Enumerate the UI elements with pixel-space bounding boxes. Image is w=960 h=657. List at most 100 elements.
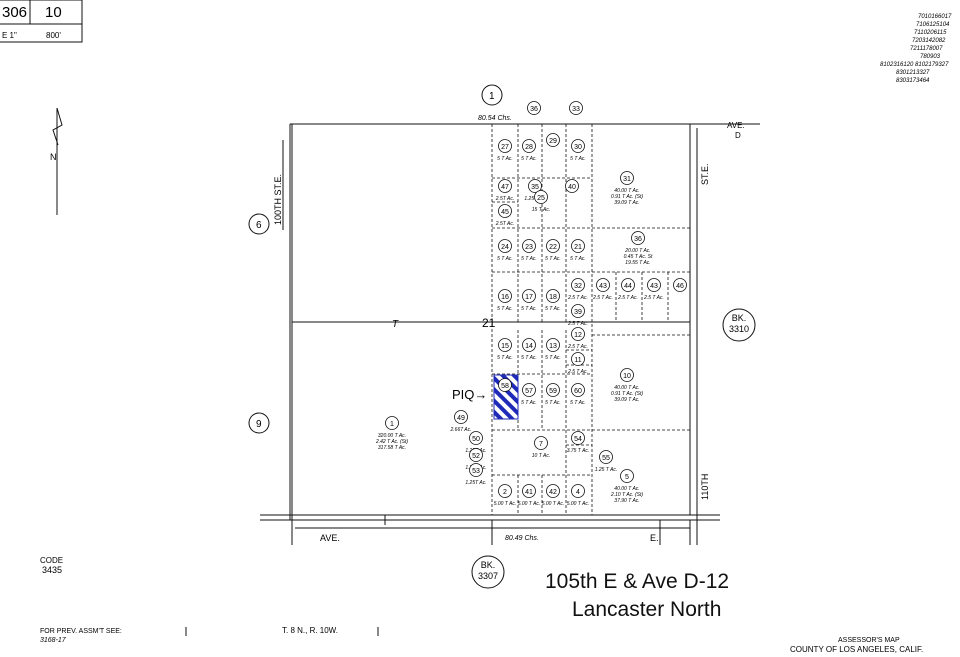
parcel-number: 21	[574, 244, 582, 251]
parcel-circle[interactable]	[546, 484, 560, 498]
parcel-circle[interactable]	[454, 410, 468, 424]
parcel-circle[interactable]	[498, 378, 512, 392]
parcel-number: 33	[572, 106, 580, 113]
parcel-circle[interactable]	[571, 304, 585, 318]
parcel-circle[interactable]	[469, 431, 483, 445]
parcel-circle[interactable]	[546, 383, 560, 397]
parcel-circle[interactable]	[620, 469, 634, 483]
parcel-number: 43	[599, 283, 607, 290]
parcel-area: 3.75 T Ac.	[567, 448, 590, 454]
ave-e-left-label: AVE.	[320, 533, 340, 543]
parcel-circle[interactable]	[498, 179, 512, 193]
parcel-circle[interactable]	[385, 416, 399, 430]
parcel-circle[interactable]	[571, 327, 585, 341]
reference-number: 780903	[920, 54, 941, 60]
parcel-circle[interactable]	[569, 101, 583, 115]
parcel-area: 317.58 T Ac.	[378, 445, 406, 451]
book-ref-3310-number: 3310	[729, 324, 749, 334]
parcel-circle[interactable]	[522, 289, 536, 303]
parcel-circle[interactable]	[571, 239, 585, 253]
parcel-area: 20.00 T Ac.	[624, 248, 650, 254]
parcel-circle[interactable]	[565, 179, 579, 193]
ave-e-right-label: E.	[650, 533, 659, 543]
parcel-number: 44	[624, 283, 632, 290]
parcel-number: 53	[472, 468, 480, 475]
parcel-area: 5 T Ac.	[521, 156, 537, 162]
parcel-circle[interactable]	[522, 383, 536, 397]
parcel-area: 5 T Ac.	[545, 256, 561, 262]
parcel-area: 2.667 Ac.	[450, 427, 472, 433]
parcel-circle[interactable]	[546, 289, 560, 303]
parcel-area: 39.09 T Ac.	[614, 397, 639, 403]
parcel-grid	[491, 124, 690, 515]
parcel-area: 5 T Ac.	[497, 156, 513, 162]
parcel-number: 10	[623, 373, 631, 380]
parcel-number: 24	[501, 244, 509, 251]
parcel-circle[interactable]	[621, 278, 635, 292]
parcel-area: 2.5T Ac.	[495, 221, 514, 227]
parcel-circle[interactable]	[571, 278, 585, 292]
parcel-number: 58	[501, 383, 509, 390]
code-label: CODE	[40, 556, 63, 565]
street-110th-label: 110TH	[700, 474, 710, 500]
parcel-circle[interactable]	[469, 448, 483, 462]
parcel-number: 16	[501, 294, 509, 301]
parcel-circle[interactable]	[498, 139, 512, 153]
parcel-circle[interactable]	[534, 190, 548, 204]
parcel-circle[interactable]	[599, 450, 613, 464]
parcel-circle[interactable]	[528, 179, 542, 193]
parcel-area: 2.42 T Ac. (St)	[375, 439, 408, 445]
parcel-circle[interactable]	[498, 484, 512, 498]
county-label: COUNTY OF LOS ANGELES, CALIF.	[790, 645, 923, 654]
parcel-circle[interactable]	[620, 171, 634, 185]
reference-number: 7106125104	[916, 22, 950, 28]
parcel-circle[interactable]	[571, 139, 585, 153]
parcel-number: 14	[525, 343, 533, 350]
parcel-circle[interactable]	[571, 352, 585, 366]
parcel-number: 30	[574, 144, 582, 151]
parcel-circle[interactable]	[546, 133, 560, 147]
parcel-number: 39	[574, 309, 582, 316]
parcel-number: 2	[503, 489, 507, 496]
parcel-circle[interactable]	[534, 436, 548, 450]
code-value: 3435	[42, 565, 62, 575]
parcel-circle[interactable]	[571, 431, 585, 445]
chains-bottom: 80.49 Chs.	[505, 535, 539, 542]
marker-6	[248, 213, 270, 235]
north-arrow-icon	[52, 107, 63, 215]
reference-number: 8301213327	[896, 70, 930, 76]
parcel-circle[interactable]	[631, 231, 645, 245]
parcel-area: 10 T Ac.	[532, 453, 550, 459]
parcel-area: 2.5 T Ac.	[643, 295, 664, 301]
parcel-number: 31	[623, 176, 631, 183]
parcel-circle[interactable]	[647, 278, 661, 292]
parcel-number: 12	[574, 332, 582, 339]
parcel-circle[interactable]	[498, 289, 512, 303]
parcel-circle[interactable]	[546, 239, 560, 253]
parcel-number: 40	[568, 184, 576, 191]
parcel-number: 49	[457, 415, 465, 422]
parcel-circle[interactable]	[498, 204, 512, 218]
parcel-circle[interactable]	[546, 338, 560, 352]
north-label: N	[50, 152, 57, 162]
reference-number: 7211178007	[910, 46, 943, 52]
parcel-circle[interactable]	[498, 239, 512, 253]
parcel-circle[interactable]	[522, 239, 536, 253]
parcel-circle[interactable]	[571, 383, 585, 397]
parcel-area: 40.00 T Ac.	[614, 486, 639, 492]
parcel-area: 1.25T Ac.	[465, 480, 486, 486]
parcel-circle[interactable]	[469, 463, 483, 477]
parcel-circle[interactable]	[527, 101, 541, 115]
parcel-circle[interactable]	[522, 338, 536, 352]
parcel-circle[interactable]	[620, 368, 634, 382]
parcel-area: 40.00 T Ac.	[614, 385, 639, 391]
parcel-circle[interactable]	[596, 278, 610, 292]
parcel-circle[interactable]	[673, 278, 687, 292]
parcel-circle[interactable]	[522, 139, 536, 153]
parcel-circle[interactable]	[571, 484, 585, 498]
parcel-number: 23	[525, 244, 533, 251]
reference-number: 7110206115	[914, 30, 947, 36]
parcel-circle[interactable]	[498, 338, 512, 352]
parcel-circle[interactable]	[522, 484, 536, 498]
